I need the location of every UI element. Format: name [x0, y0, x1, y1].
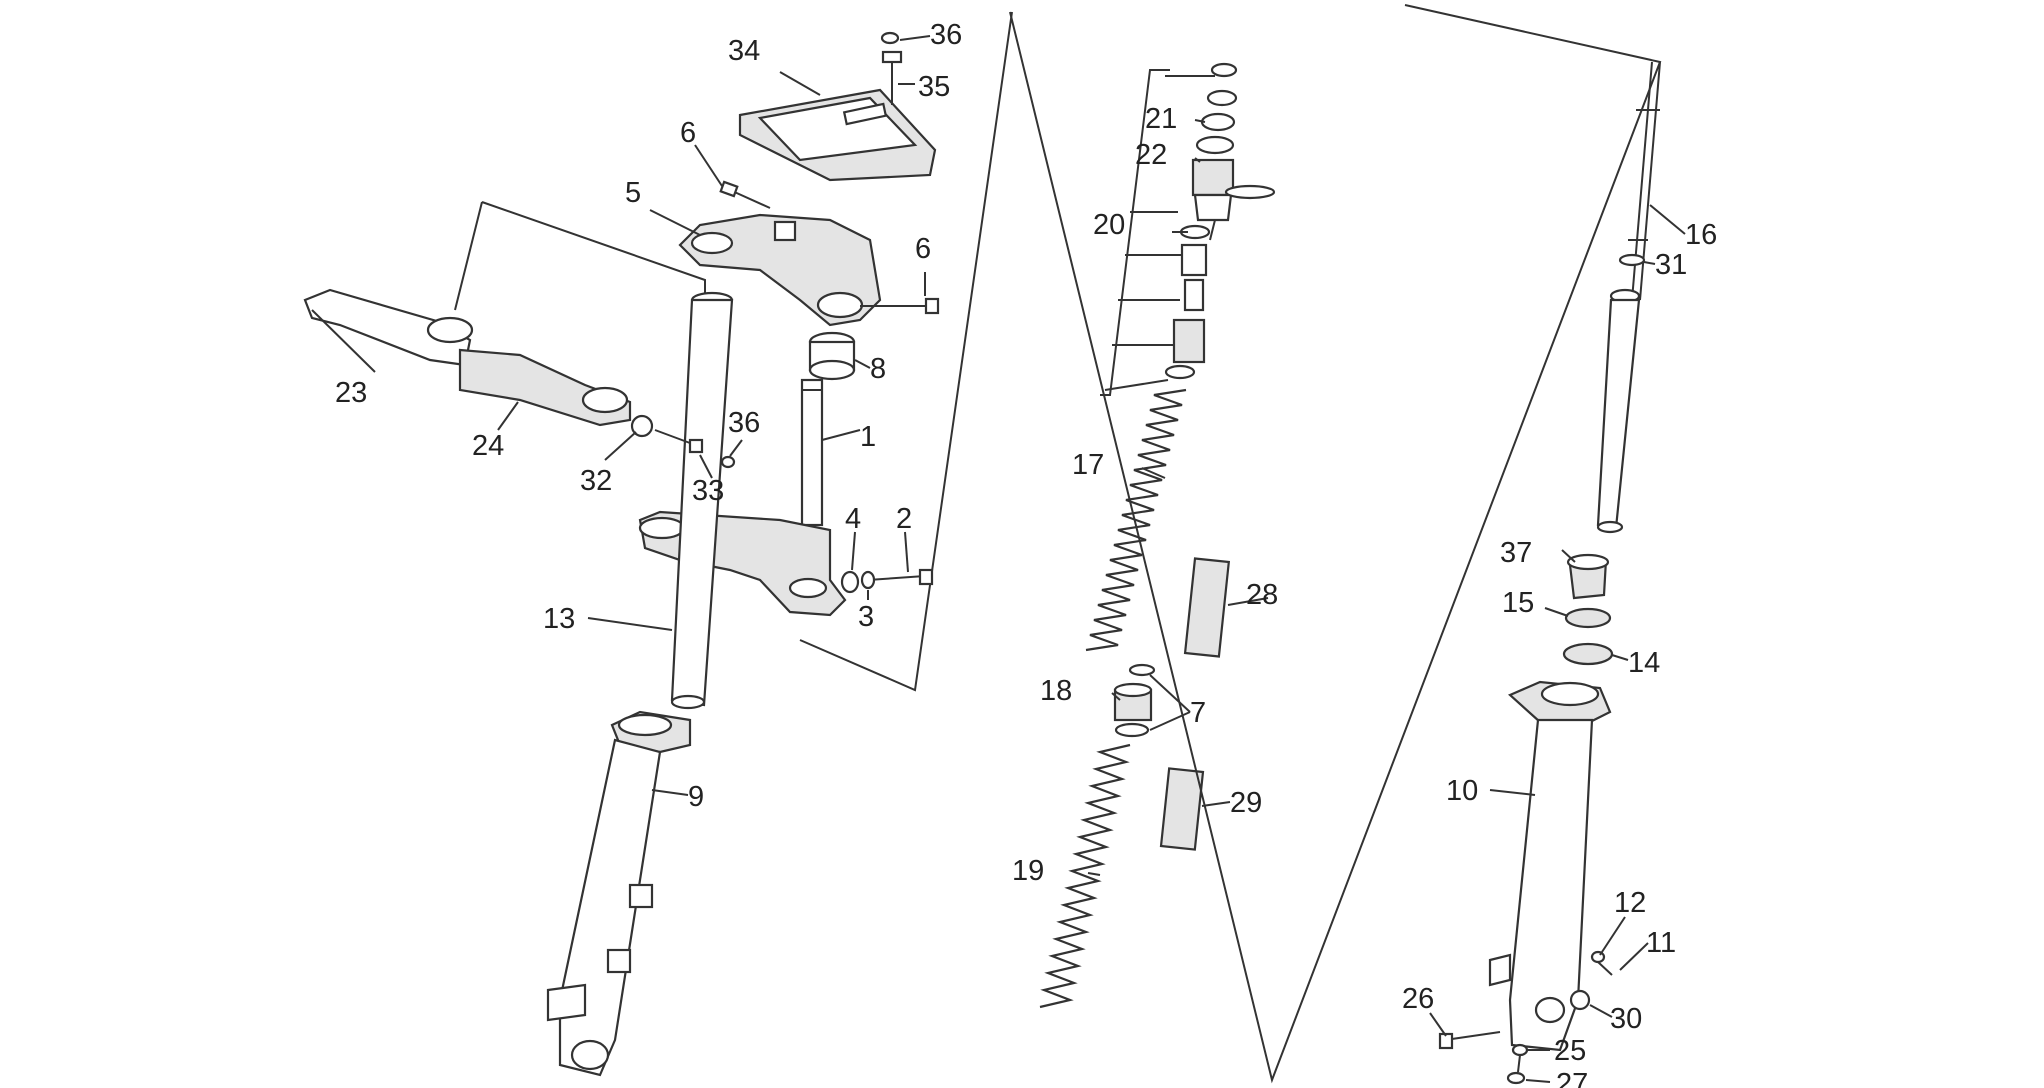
part-label-11: 11	[1646, 927, 1676, 959]
part-label-14: 14	[1628, 647, 1660, 679]
left-assembly	[303, 11, 1013, 1077]
filter-28-part	[1183, 557, 1231, 658]
part-label-26: 26	[1402, 983, 1434, 1015]
filter-29-part	[1159, 767, 1205, 851]
part-label-19: 19	[1012, 855, 1044, 887]
part-label-12: 12	[1614, 887, 1646, 919]
lower-triple-clamp-part	[638, 510, 847, 617]
part-label-25: 25	[1554, 1035, 1586, 1067]
top-cover-part	[738, 88, 937, 182]
assembly-line-left	[481, 201, 706, 340]
part-label-31: 31	[1655, 249, 1687, 281]
part-label-36: 36	[930, 19, 962, 51]
part-label-35: 35	[918, 71, 950, 103]
part-label-28: 28	[1246, 579, 1278, 611]
part-label-8: 8	[870, 353, 886, 385]
part-label-29: 29	[1230, 787, 1262, 819]
damper-cartridge-part	[1596, 298, 1641, 530]
part-label-17: 17	[1072, 449, 1104, 481]
steering-stem-part	[800, 378, 824, 527]
fork-leg-right-part	[1488, 680, 1612, 1052]
part-label-21: 21	[1145, 103, 1177, 135]
part-label-6: 6	[915, 233, 931, 265]
part-label-20: 20	[1093, 209, 1125, 241]
part-label-30: 30	[1610, 1003, 1642, 1035]
part-label-15: 15	[1502, 587, 1534, 619]
fork-spring-lower-part	[1039, 743, 1131, 1009]
leader-lines	[311, 35, 1686, 1083]
part-label-18: 18	[1040, 675, 1072, 707]
part-label-7: 7	[1190, 697, 1206, 729]
upper-triple-clamp-part	[678, 213, 882, 327]
center-assembly	[1039, 62, 1276, 1009]
part-label-36: 36	[728, 407, 760, 439]
damper-cap-stack-part	[1104, 62, 1276, 391]
right-assembly	[1009, 4, 1662, 1085]
part-label-32: 32	[580, 465, 612, 497]
fork-leg-left-part	[546, 710, 692, 1077]
headlight-bracket-part	[303, 288, 654, 438]
part-label-6: 6	[680, 117, 696, 149]
part-label-10: 10	[1446, 775, 1478, 807]
part-label-24: 24	[472, 430, 504, 462]
part-label-3: 3	[858, 601, 874, 633]
part-label-37: 37	[1500, 537, 1532, 569]
part-label-33: 33	[692, 475, 724, 507]
part-label-23: 23	[335, 377, 367, 409]
part-label-5: 5	[625, 177, 641, 209]
assembly-line-center	[799, 11, 1013, 692]
part-label-27: 27	[1556, 1068, 1588, 1088]
part-label-16: 16	[1685, 219, 1717, 251]
fork-tube-part	[670, 291, 734, 710]
part-label-4: 4	[845, 503, 861, 535]
part-labels: 1 2 3 4 5 6 6 7 8 9 10 11 12 13 14 15 16…	[335, 19, 1717, 1088]
part-label-34: 34	[728, 35, 760, 67]
part-label-22: 22	[1135, 139, 1167, 171]
part-label-13: 13	[543, 603, 575, 635]
fork-spring-upper-part	[1085, 388, 1187, 652]
part-label-9: 9	[688, 781, 704, 813]
part-label-2: 2	[896, 503, 912, 535]
part-label-1: 1	[860, 421, 876, 453]
